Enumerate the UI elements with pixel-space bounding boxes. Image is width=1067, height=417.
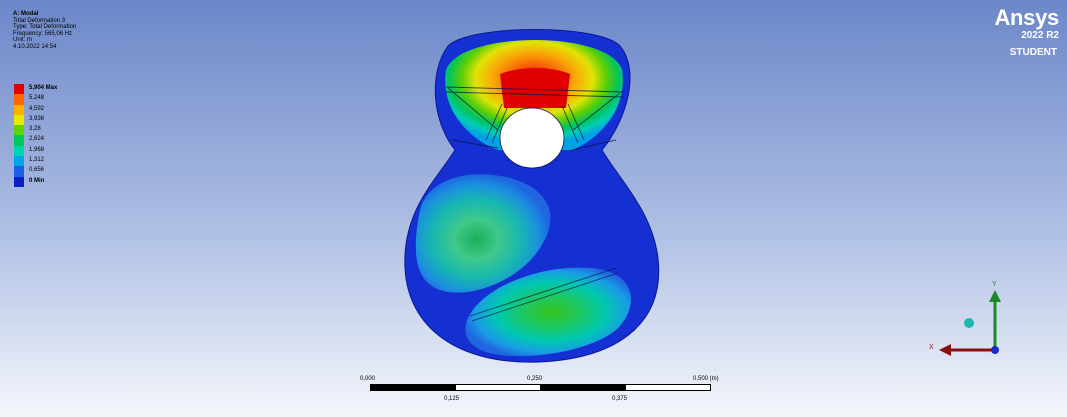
- ansys-branding: Ansys 2022 R2 STUDENT: [994, 5, 1059, 59]
- legend-label: 3,936: [29, 115, 45, 122]
- lower-lobe-contour: [465, 267, 632, 357]
- scale-seg-1: [370, 384, 456, 391]
- legend-swatch: [14, 145, 24, 157]
- legend-label: 4,592: [29, 105, 45, 112]
- sound-hole: [499, 107, 565, 169]
- ansys-edition: STUDENT: [1009, 47, 1057, 58]
- ansys-logo: Ansys: [994, 5, 1059, 30]
- scale-seg-3: [540, 384, 626, 391]
- legend-swatch: [14, 176, 24, 187]
- triad-origin: [991, 346, 999, 354]
- legend-label: 0,656: [29, 167, 45, 174]
- legend-label: 0 Min: [29, 177, 45, 184]
- scale-label-250: 0,250: [527, 376, 543, 382]
- triad-x-arrowhead: [939, 344, 951, 356]
- coordinate-triad[interactable]: Y X: [925, 278, 1015, 363]
- scale-seg-4: [625, 384, 711, 391]
- legend-swatch: [14, 104, 24, 115]
- scale-seg-2: [455, 384, 541, 391]
- legend-label: 2,624: [29, 136, 45, 143]
- triad-x-label: X: [929, 344, 934, 351]
- ansys-version: 2022 R2: [1021, 30, 1059, 41]
- upper-bout-red-zone: [500, 68, 570, 108]
- legend-label: 5,904 Max: [29, 85, 58, 91]
- legend-swatch: [14, 125, 24, 136]
- legend-label: 3,28: [29, 126, 41, 133]
- legend-label: 1,968: [29, 146, 45, 153]
- scale-bar: 0,000 0,250 0,500 (m) 0,125 0,375: [360, 374, 720, 414]
- scale-label-375: 0,375: [612, 396, 628, 402]
- triad-y-label: Y: [992, 281, 997, 288]
- legend-swatch: [14, 114, 24, 126]
- legend-swatch: [14, 94, 24, 105]
- legend-swatch: [14, 84, 24, 95]
- result-timestamp: 4.10.2022 14:54: [13, 43, 57, 50]
- result-name: Total Deformation 3: [13, 17, 66, 24]
- analysis-title: A: Modal: [13, 11, 39, 17]
- result-type: Type: Total Deformation: [13, 24, 77, 31]
- triad-z-ball: [964, 318, 974, 328]
- left-lobe-contour: [415, 174, 551, 293]
- result-info-panel: A: Modal Total Deformation 3 Type: Total…: [13, 11, 76, 51]
- legend-swatch: [14, 166, 24, 177]
- legend-label: 5,248: [29, 95, 45, 102]
- legend-label: 1,312: [29, 157, 45, 164]
- result-frequency: Frequency: 565,06 Hz: [13, 30, 73, 37]
- triad-y-arrowhead: [989, 290, 1001, 302]
- scale-label-0: 0,000: [360, 376, 376, 382]
- scale-label-125: 0,125: [444, 396, 460, 402]
- brace-lines: [445, 86, 625, 322]
- result-unit: Unit: m: [13, 37, 33, 44]
- legend-swatch: [14, 156, 24, 167]
- legend-swatch: [14, 135, 24, 146]
- scale-label-500: 0,500 (m): [693, 376, 719, 382]
